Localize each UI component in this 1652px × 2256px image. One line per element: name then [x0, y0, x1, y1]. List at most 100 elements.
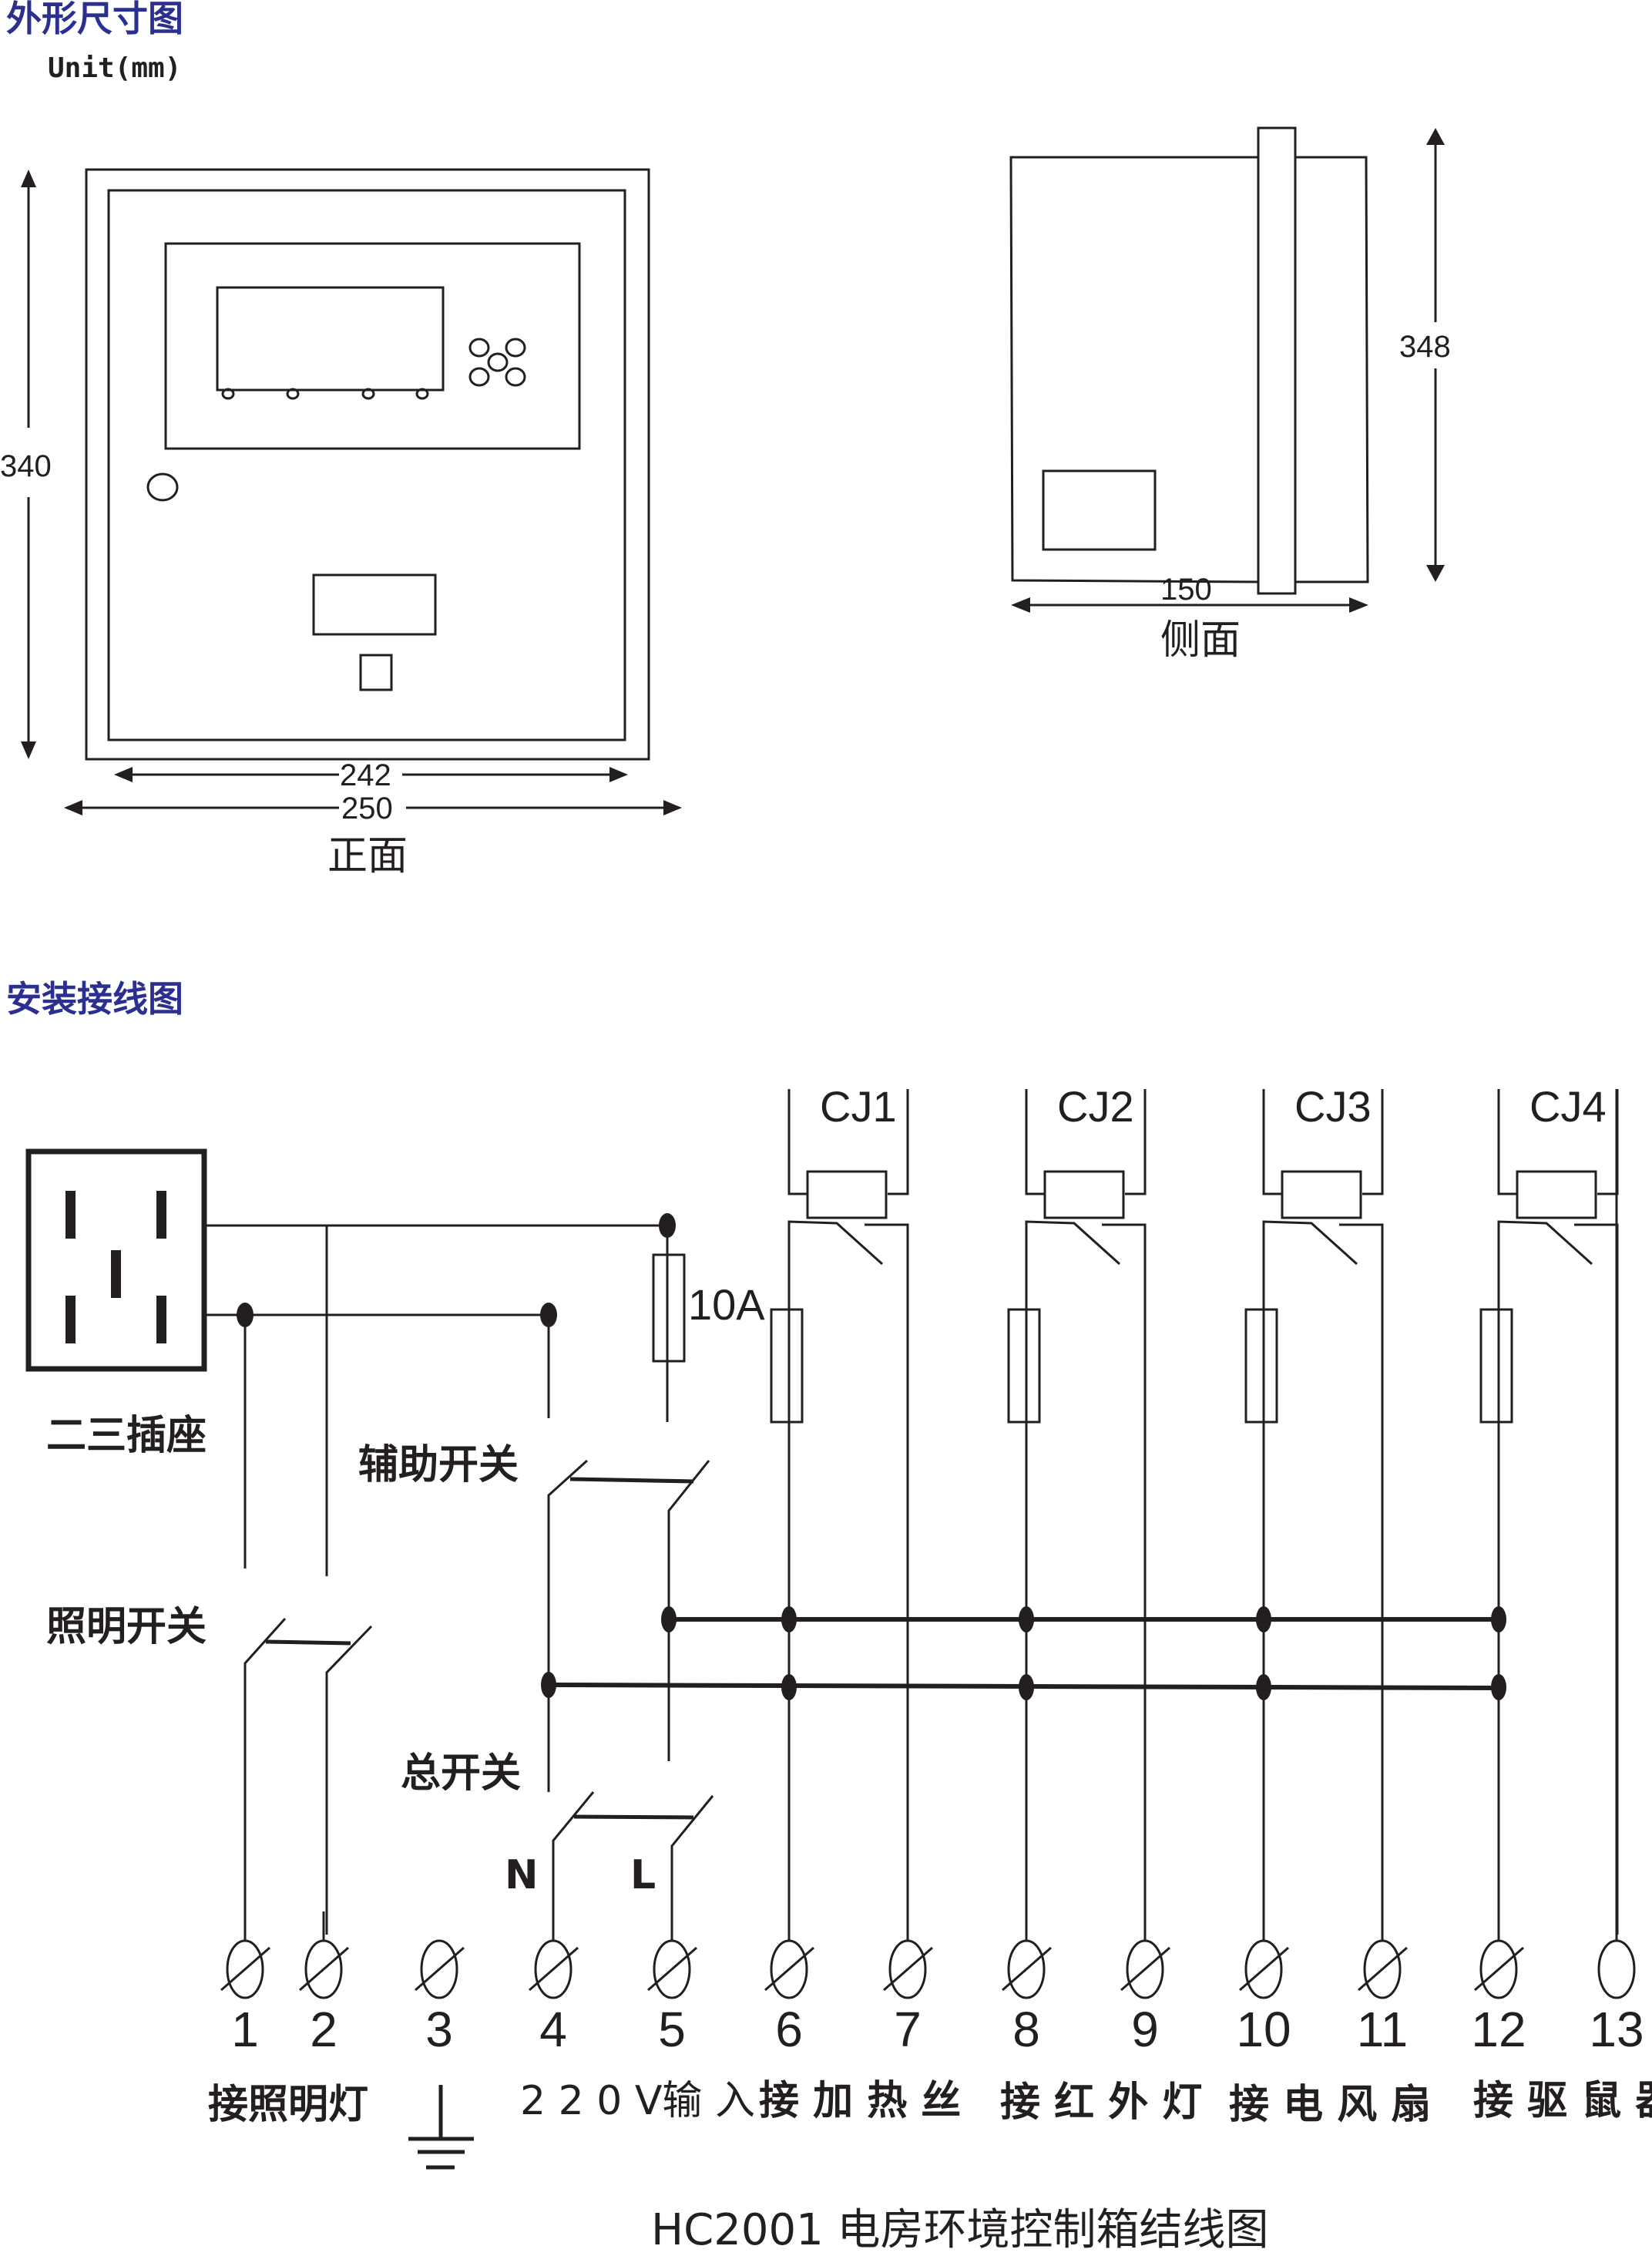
front-small-window [359, 654, 393, 691]
wiring-diagram: 二三插座 10A 辅助开关 照明开关 总开关 N L [25, 1082, 1652, 2255]
front-height-dim: 340 [0, 449, 52, 483]
front-inner-door [107, 189, 626, 741]
key-button [487, 352, 509, 372]
terminal-slash [883, 1946, 933, 1992]
terminal-group-label: 接 电 风 扇 [1229, 2082, 1431, 2128]
front-view: 340 242 250 正面 [0, 168, 682, 879]
terminal-slash [1120, 1946, 1170, 1992]
terminal-group-label: 接照明灯 [208, 2082, 368, 2128]
relay-contact-wire [865, 1223, 909, 1935]
arrow-up-icon [21, 170, 36, 187]
front-view-label: 正面 [327, 833, 408, 879]
fuse-icon [1244, 1308, 1278, 1424]
light-switch-blade [325, 1625, 373, 1935]
arrow-right-icon [663, 800, 682, 815]
aux-switch-link [569, 1477, 694, 1484]
door-lock-knob [146, 472, 179, 502]
coil-wire [1362, 1089, 1384, 1195]
side-rear-body [1295, 156, 1369, 583]
terminal-screw-icon [420, 1939, 458, 1999]
section-title-wiring: 安装接线图 [6, 978, 183, 1020]
terminal-number: 6 [775, 2002, 803, 2057]
relay-contact-wire [1102, 1223, 1147, 1935]
keypad-buttons [468, 338, 526, 387]
terminal-group-label: 接 驱 鼠 器 [1473, 2078, 1652, 2124]
indicator-light [221, 388, 235, 400]
fuse-icon [770, 1308, 804, 1424]
terminal-slash [1474, 1946, 1524, 1992]
section-title-dimensions: 外形尺寸图 [6, 0, 183, 39]
aux-switch-label: 辅助开关 [358, 1442, 519, 1488]
indicator-lights [221, 388, 429, 400]
front-outer-width-dim: 250 [341, 792, 393, 825]
arrow-right-icon [1349, 597, 1368, 613]
front-inner-width-dim: 242 [340, 758, 391, 792]
lcd-screen [216, 286, 445, 392]
relay-contact-blade [1025, 1220, 1121, 1792]
terminal-slash [299, 1946, 349, 1992]
key-button [505, 367, 526, 387]
terminal-number: 2 [310, 2002, 337, 2057]
arrow-up-icon [1426, 128, 1445, 145]
terminal-screw-icon [1126, 1939, 1164, 1999]
relay-coil-icon [1516, 1170, 1597, 1219]
socket-pin [156, 1296, 166, 1343]
main-switch-blade [670, 1795, 714, 1935]
terminal-slash [647, 1946, 697, 1992]
neutral-label: N [505, 1852, 539, 1898]
relay-contact-blade [1497, 1220, 1593, 1792]
terminal-number: 1 [231, 2002, 259, 2057]
terminal-screw-icon [1244, 1939, 1283, 1999]
terminal-screw-icon [304, 1939, 343, 1999]
front-window-rect [312, 573, 437, 636]
side-view-label: 侧面 [1160, 617, 1241, 664]
fuse-icon [1479, 1308, 1513, 1424]
coil-wire [1025, 1089, 1045, 1195]
coil-wire [787, 1089, 808, 1195]
junction-dot [1491, 1606, 1506, 1632]
terminal-number: 9 [1131, 2002, 1159, 2057]
arrow-left-icon [1011, 597, 1030, 613]
contactor-label: CJ4 [1529, 1082, 1607, 1131]
terminal-number: 5 [658, 2002, 686, 2057]
terminal-slash [415, 1946, 465, 1992]
key-button [505, 338, 526, 358]
terminal-group-label: 2 2 0 V输 入 [520, 2078, 755, 2124]
indicator-light [415, 388, 429, 400]
coil-wire [1497, 1089, 1517, 1195]
terminal-number: 10 [1236, 2002, 1291, 2057]
relay-contact-blade [1262, 1220, 1358, 1792]
main-switch-blade [552, 1791, 595, 1935]
junction-dot [781, 1606, 797, 1632]
terminal-screw-icon [888, 1939, 927, 1999]
key-button [468, 367, 490, 387]
terminal-number: 11 [1357, 2002, 1408, 2057]
terminal-group-label: 接 红 外 灯 [1000, 2079, 1202, 2126]
fuse-main-label: 10A [688, 1280, 765, 1329]
socket-pin [156, 1191, 166, 1239]
contactor-label: CJ2 [1057, 1082, 1134, 1131]
junction-dot [1019, 1606, 1034, 1632]
arrow-left-icon [114, 767, 133, 782]
terminal-number: 8 [1012, 2002, 1040, 2057]
relay-contact-blade [787, 1220, 884, 1792]
side-height-dim: 348 [1399, 330, 1451, 364]
junction-dot [1256, 1606, 1271, 1632]
side-flange [1257, 126, 1297, 595]
terminal-screw-icon [1363, 1939, 1402, 1999]
terminal-number: 7 [894, 2002, 922, 2057]
light-switch-label: 照明开关 [46, 1604, 206, 1650]
relay-contact-wire [1339, 1223, 1384, 1935]
socket-pin [65, 1296, 76, 1343]
light-switch-link [265, 1639, 351, 1646]
arrow-down-icon [1426, 565, 1445, 582]
indicator-light [286, 388, 300, 400]
fuse-icon [1007, 1308, 1041, 1424]
socket-pin [111, 1250, 121, 1298]
main-switch-label: 总开关 [401, 1750, 521, 1797]
terminal-number: 12 [1471, 2002, 1526, 2057]
relay-coil-icon [1281, 1170, 1362, 1219]
